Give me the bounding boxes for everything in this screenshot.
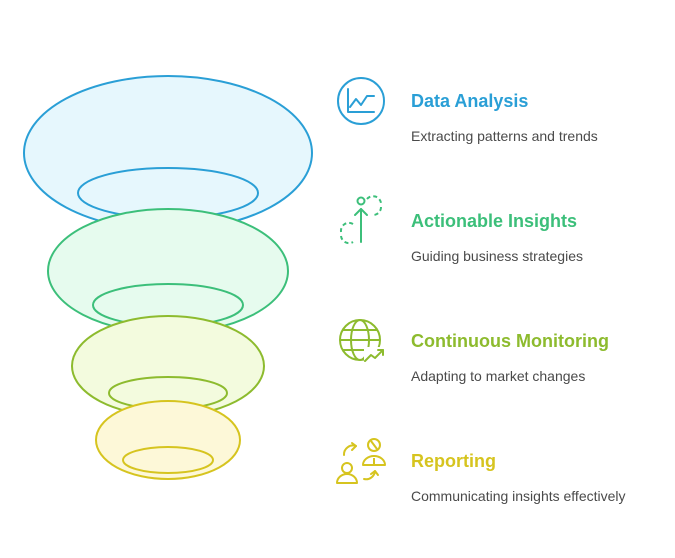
funnel-stage-actionable-insights xyxy=(47,208,289,334)
globe-trend-icon xyxy=(334,314,388,368)
stage-description-actionable-insights: Guiding business strategies xyxy=(411,248,583,264)
stage-title-reporting: Reporting xyxy=(411,451,496,471)
funnel-stage-data-analysis xyxy=(23,75,313,231)
funnel-stage-continuous-monitoring xyxy=(71,315,265,417)
stage-title-actionable-insights: Actionable Insights xyxy=(411,211,578,231)
stage-description-reporting: Communicating insights effectively xyxy=(411,488,626,504)
stage-description-data-analysis: Extracting patterns and trends xyxy=(411,128,598,144)
chart-line-icon xyxy=(334,74,388,128)
funnel-ring-inner-reporting xyxy=(122,446,214,474)
funnel-stage-reporting xyxy=(95,400,241,480)
direction-arrow-icon xyxy=(334,194,388,248)
stage-title-data-analysis: Data Analysis xyxy=(411,91,529,111)
stage-title-continuous-monitoring: Continuous Monitoring xyxy=(411,331,609,351)
stage-description-continuous-monitoring: Adapting to market changes xyxy=(411,368,586,384)
people-exchange-icon xyxy=(334,434,388,488)
